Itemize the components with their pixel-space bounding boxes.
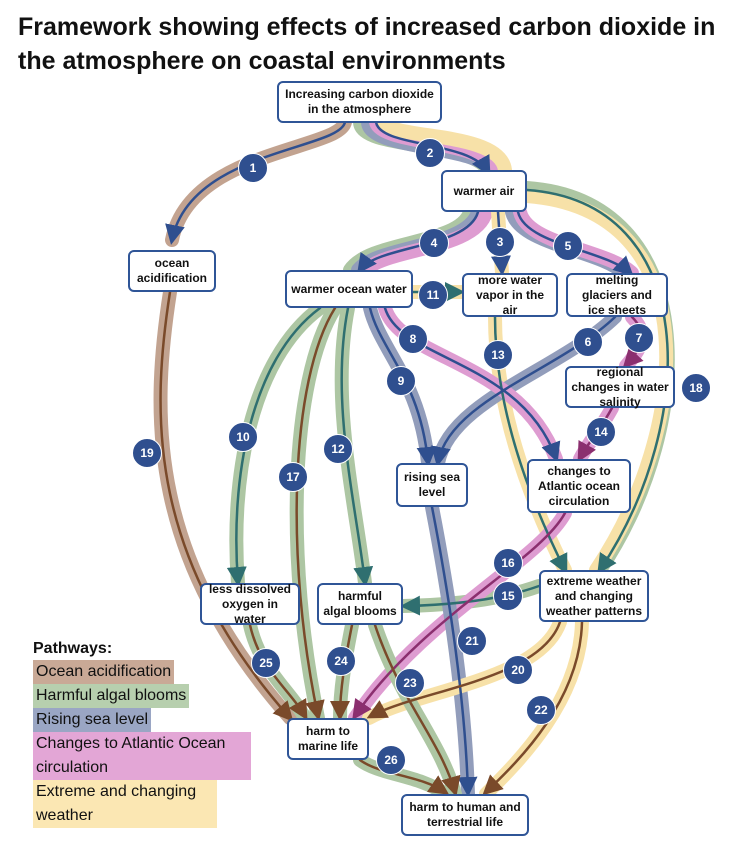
node-melting-glaciers: melting glaciers and ice sheets <box>566 273 668 317</box>
pathway-badge-26: 26 <box>376 745 406 775</box>
pathway-badge-8: 8 <box>398 324 428 354</box>
pathway-badge-19: 19 <box>132 438 162 468</box>
arrow-18 <box>525 188 669 575</box>
pathway-badge-4: 4 <box>419 228 449 258</box>
pathway-badge-24: 24 <box>326 646 356 676</box>
legend-item-rising-sea-level: Rising sea level <box>33 708 152 732</box>
arrow-8 <box>383 306 561 463</box>
legend: Pathways: Ocean acidification Harmful al… <box>33 640 251 828</box>
diagram-title: Framework showing effects of increased c… <box>18 13 716 75</box>
legend-item-harmful-algal-blooms: Harmful algal blooms <box>33 684 190 708</box>
pathway-badge-6: 6 <box>573 327 603 357</box>
legend-title: Pathways: <box>33 640 113 657</box>
legend-item-ocean-acidification: Ocean acidification <box>33 660 175 684</box>
node-harmful-blooms: harmful algal blooms <box>317 583 403 625</box>
pathway-badge-9: 9 <box>386 366 416 396</box>
arrow-25 <box>248 623 308 721</box>
legend-item-atlantic-circulation: Changes to Atlantic Ocean circulation <box>33 732 251 780</box>
pathway-badge-10: 10 <box>228 422 258 452</box>
arrow-23 <box>373 623 461 797</box>
pathway-badge-17: 17 <box>278 462 308 492</box>
pathway-badge-18: 18 <box>681 373 711 403</box>
node-harm-human: harm to human and terrestrial life <box>401 794 529 836</box>
node-warmer-ocean-water: warmer ocean water <box>285 270 413 308</box>
pathway-badge-21: 21 <box>457 626 487 656</box>
node-co2: Increasing carbon dioxide in the atmosph… <box>277 81 442 123</box>
pathway-badge-11: 11 <box>418 280 448 310</box>
pathway-badge-14: 14 <box>586 417 616 447</box>
arrow-26 <box>358 758 450 795</box>
pathway-badge-5: 5 <box>553 231 583 261</box>
arrow-20 <box>366 620 562 719</box>
node-rising-sea-level: rising sea level <box>396 463 468 507</box>
arrow-19 <box>159 290 294 722</box>
arrow-22 <box>482 620 584 796</box>
pathway-badge-3: 3 <box>485 227 515 257</box>
arrow-21 <box>430 505 478 797</box>
pathway-badge-7: 7 <box>624 323 654 353</box>
node-ocean-acidification: ocean acidification <box>128 250 216 292</box>
node-harm-marine: harm to marine life <box>287 718 369 760</box>
pathway-badge-25: 25 <box>251 648 281 678</box>
node-less-oxygen: less dissolved oxygen in water <box>200 582 300 626</box>
arrow-16 <box>352 511 567 721</box>
arrow-15 <box>400 584 541 616</box>
pathway-badge-22: 22 <box>526 695 556 725</box>
pathway-badge-23: 23 <box>395 668 425 698</box>
node-extreme-weather: extreme weather and changing weather pat… <box>539 570 649 622</box>
legend-item-extreme-weather: Extreme and changing weather <box>33 780 217 828</box>
pathway-badge-1: 1 <box>238 153 268 183</box>
pathway-badge-20: 20 <box>503 655 533 685</box>
band-weather-2 <box>377 115 512 177</box>
pathway-badge-13: 13 <box>483 340 513 370</box>
pathway-badge-2: 2 <box>415 138 445 168</box>
node-more-water-vapor: more water vapor in the air <box>462 273 558 317</box>
pathway-badge-12: 12 <box>323 434 353 464</box>
node-regional-salinity: regional changes in water salinity <box>565 365 675 409</box>
node-atlantic-circulation: changes to Atlantic ocean circulation <box>527 459 631 513</box>
pathway-badge-16: 16 <box>493 548 523 578</box>
node-warmer-air: warmer air <box>441 170 527 212</box>
pathway-badge-15: 15 <box>493 581 523 611</box>
